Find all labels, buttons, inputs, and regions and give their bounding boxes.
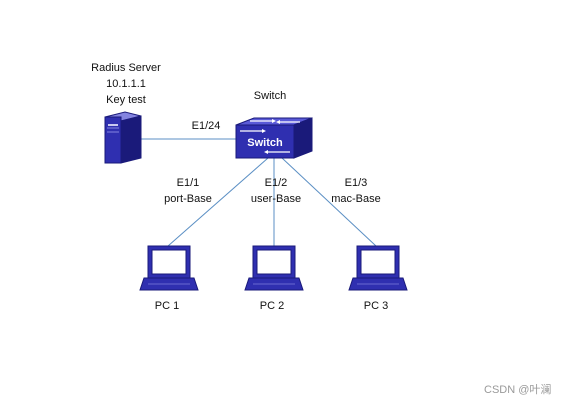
port-1-label: E1/1 [176,177,200,189]
pc-1-label: PC 1 [154,300,180,312]
switch-title-label: Switch [253,90,287,102]
pc-2-label: PC 2 [259,300,285,312]
pc-icon [348,245,408,291]
pc-3-label: PC 3 [363,300,389,312]
port-3-label: E1/3 [344,177,368,189]
server-key-label: Key test [106,94,146,106]
server-ip-label: 10.1.1.1 [106,78,146,90]
link-switch-pc3 [281,157,377,247]
pc-icon [139,245,199,291]
server-icon [104,111,142,164]
port-1-mode-label: port-Base [164,193,212,205]
port-2-mode-label: user-Base [250,193,302,205]
port-3-mode-label: mac-Base [331,193,381,205]
watermark: CSDN @叶澜 [484,384,552,396]
uplink-port-label: E1/24 [191,120,221,132]
link-switch-pc1 [167,157,269,247]
switch-icon: Switch [235,117,313,159]
port-2-label: E1/2 [264,177,288,189]
pc-icon [244,245,304,291]
server-name-label: Radius Server [91,62,161,74]
switch-icon-text: Switch [247,137,283,149]
